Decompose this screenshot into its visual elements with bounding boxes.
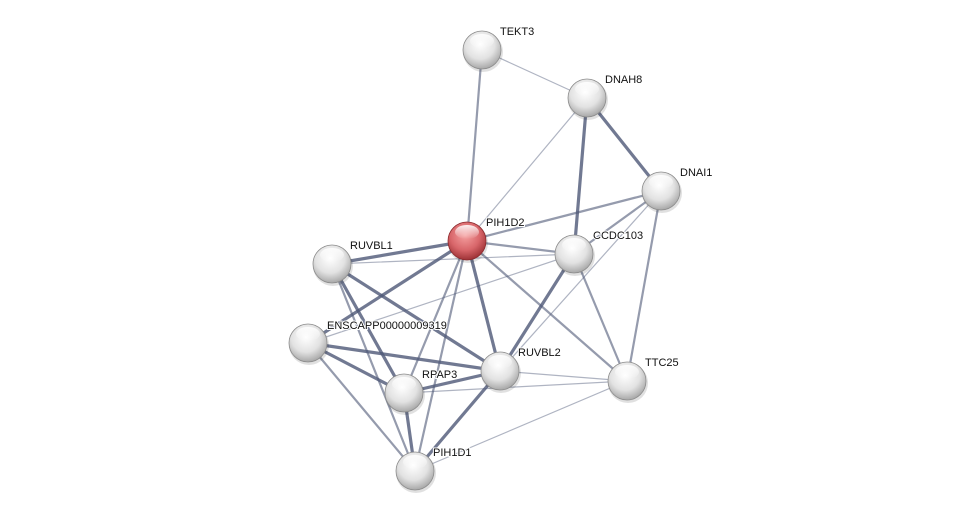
edge-dnah8-pih1d2[interactable] (466, 97, 588, 242)
node-highlight (488, 355, 512, 369)
node-highlight (392, 377, 416, 391)
edge-enscapp-ruvbl2[interactable] (306, 341, 502, 373)
node-label: TEKT3 (500, 26, 534, 38)
node-label: PIH1D1 (433, 447, 472, 459)
node-enscapp[interactable]: ENSCAPP00000009319 (288, 319, 448, 365)
node-highlight (320, 248, 344, 262)
edge-ruvbl1-ruvbl2[interactable] (330, 262, 502, 373)
node-dnai1[interactable]: DNAI1 (641, 166, 713, 213)
node-tekt3[interactable]: TEKT3 (462, 25, 535, 72)
node-ccdc103[interactable]: CCDC103 (554, 229, 644, 276)
node-pih1d1[interactable]: PIH1D1 (395, 446, 473, 493)
edge-dnah8-dnai1[interactable] (585, 96, 663, 193)
edge-pih1d2-ruvbl1[interactable] (330, 239, 469, 266)
edge-pih1d1-ttc25[interactable] (414, 380, 628, 472)
node-highlight (649, 175, 673, 189)
node-highlight (455, 225, 479, 239)
edge-rpap3-ttc25[interactable] (403, 380, 628, 394)
edge-ccdc103-ruvbl2[interactable] (498, 252, 576, 373)
edges-layer (306, 48, 663, 473)
node-label: CCDC103 (593, 230, 643, 242)
edge-ruvbl2-pih1d1[interactable] (413, 369, 502, 473)
node-label: RPAP3 (422, 369, 457, 381)
node-label: DNAH8 (605, 74, 642, 86)
node-highlight (575, 82, 599, 96)
node-ruvbl1[interactable]: RUVBL1 (312, 239, 394, 286)
edge-dnah8-ccdc103[interactable] (572, 96, 589, 256)
node-label: TTC25 (645, 357, 679, 369)
node-highlight (403, 455, 427, 469)
edge-ccdc103-ttc25[interactable] (572, 252, 629, 383)
edge-ruvbl1-rpap3[interactable] (330, 262, 406, 395)
edge-pih1d2-enscapp[interactable] (306, 239, 469, 345)
edge-dnai1-ttc25[interactable] (625, 189, 663, 383)
nodes-layer: TEKT3DNAH8DNAI1PIH1D2CCDC103RUVBL1ENSCAP… (288, 25, 713, 493)
edge-pih1d2-ruvbl2[interactable] (465, 239, 502, 373)
node-highlight (296, 327, 320, 341)
edge-ruvbl1-ccdc103[interactable] (331, 253, 575, 265)
edge-tekt3-pih1d2[interactable] (465, 48, 484, 243)
node-ttc25[interactable]: TTC25 (607, 356, 680, 403)
node-label: PIH1D2 (486, 217, 525, 229)
edge-ruvbl1-pih1d1[interactable] (330, 262, 417, 473)
node-label: RUVBL1 (350, 240, 393, 252)
node-highlight (470, 34, 494, 48)
edge-enscapp-ccdc103[interactable] (307, 253, 575, 344)
edge-enscapp-pih1d1[interactable] (306, 341, 417, 473)
node-ruvbl2[interactable]: RUVBL2 (480, 346, 562, 393)
node-highlight (615, 365, 639, 379)
node-label: RUVBL2 (518, 347, 561, 359)
edge-pih1d2-rpap3[interactable] (402, 239, 469, 395)
node-highlight (562, 238, 586, 252)
edge-dnai1-pih1d2[interactable] (465, 189, 663, 243)
edge-pih1d2-pih1d1[interactable] (413, 239, 469, 473)
node-dnah8[interactable]: DNAH8 (567, 73, 643, 120)
node-label: ENSCAPP00000009319 (327, 320, 447, 332)
edge-pih1d2-ttc25[interactable] (465, 239, 629, 383)
node-label: DNAI1 (680, 167, 712, 179)
node-rpap3[interactable]: RPAP3 (384, 368, 458, 415)
edge-dnai1-ruvbl2[interactable] (499, 190, 662, 372)
node-pih1d2[interactable]: PIH1D2 (447, 216, 526, 263)
edge-ruvbl2-ttc25[interactable] (499, 370, 628, 382)
